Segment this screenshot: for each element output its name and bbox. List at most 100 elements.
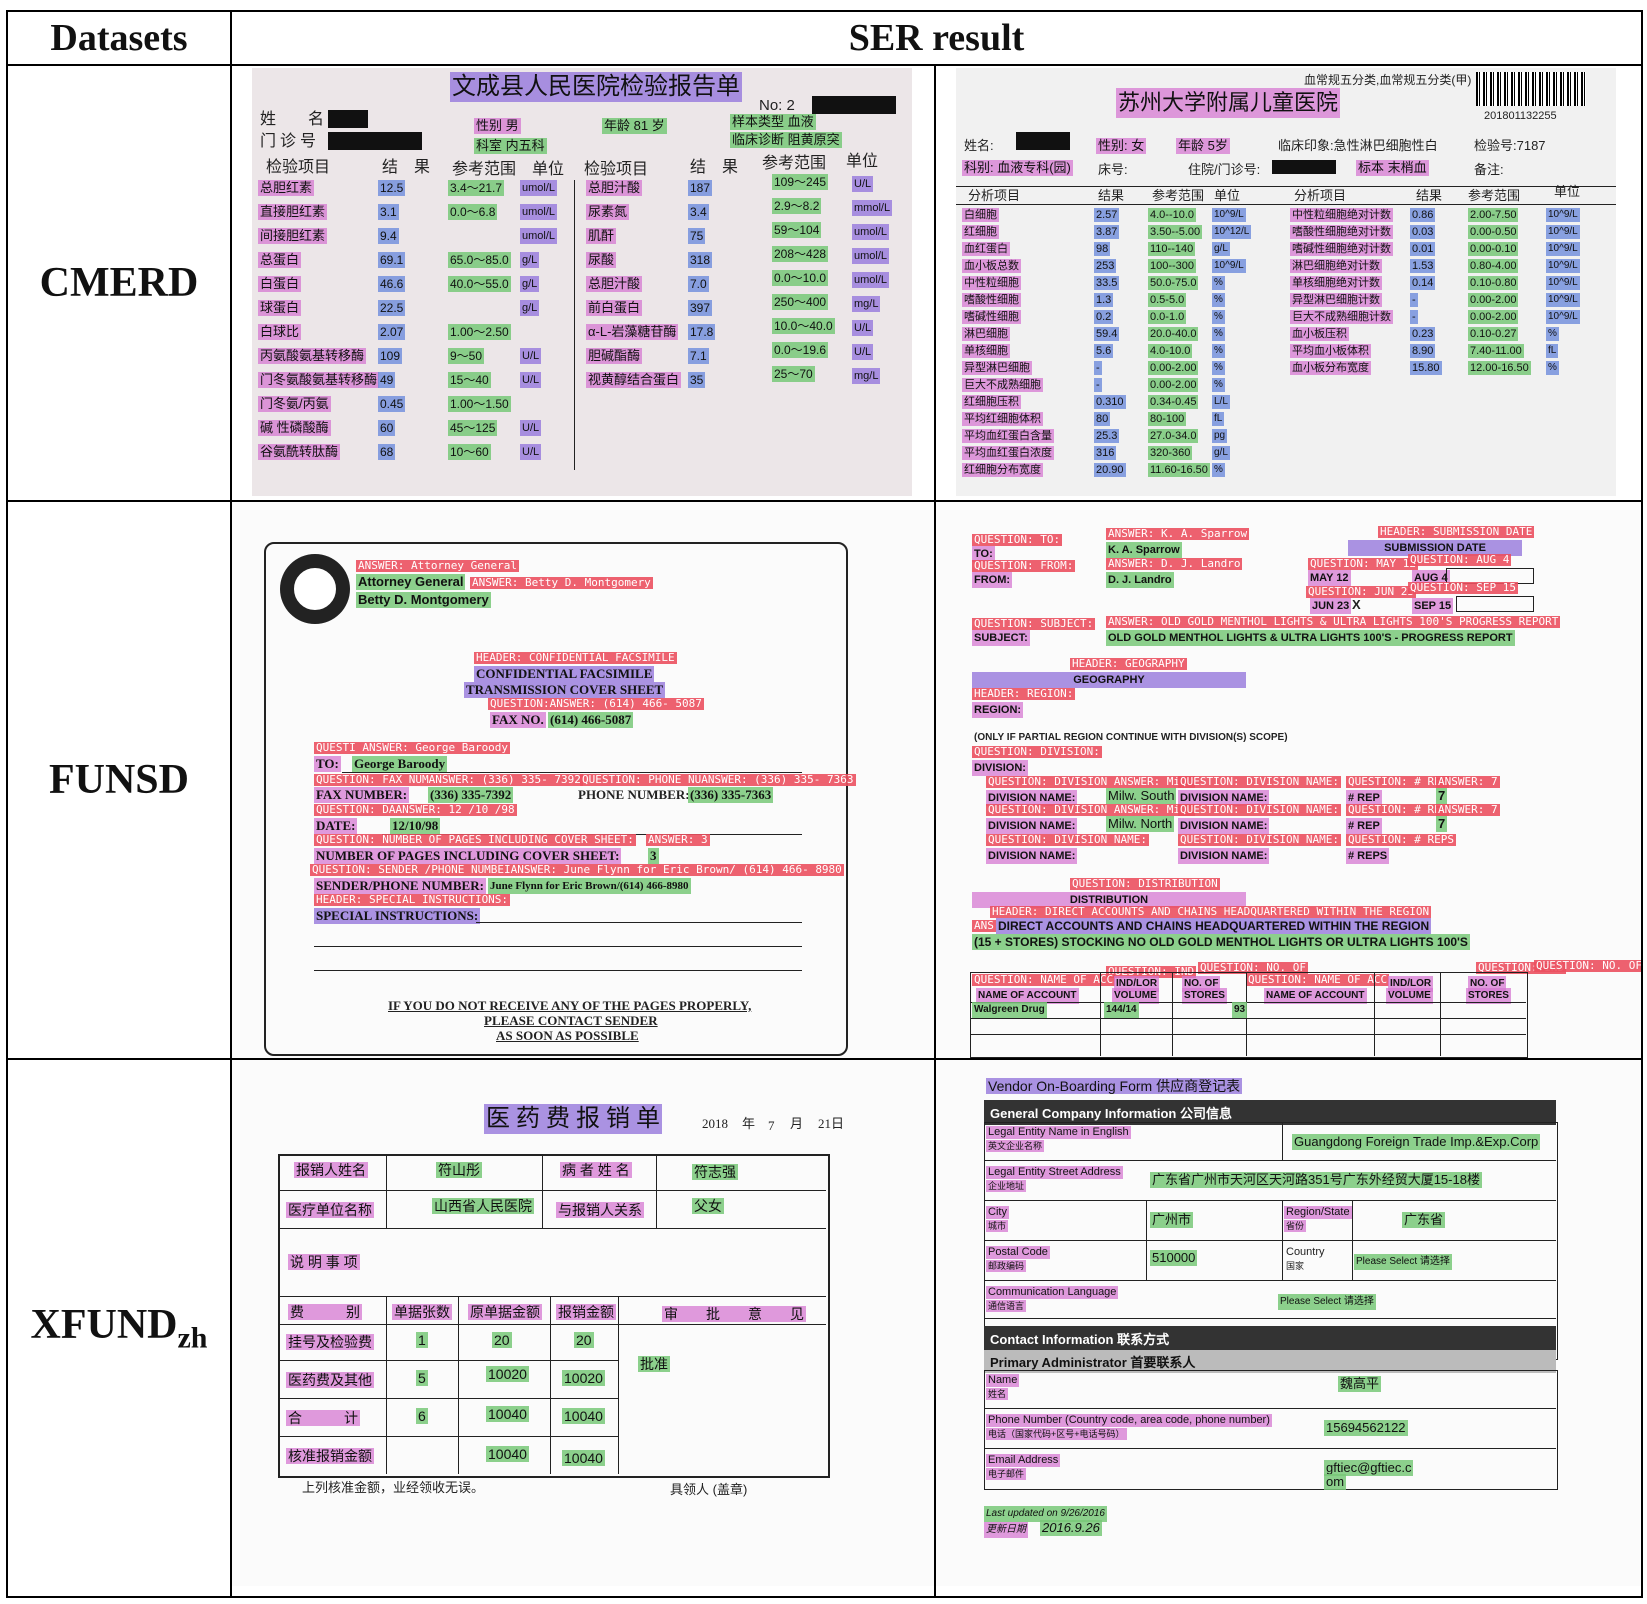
- approve: 批准: [638, 1356, 670, 1372]
- claim-row-2: [278, 1228, 826, 1229]
- special-line-3: [314, 970, 802, 971]
- divname-4: DIVISION NAME:: [1178, 818, 1270, 834]
- contact-bar: Contact Information 联系方式: [984, 1326, 1556, 1351]
- pages-label: NUMBER OF PAGES INCLUDING COVER SHEET:: [314, 848, 622, 864]
- general-grid: [984, 1122, 1558, 1360]
- country-zh: 国家: [1286, 1261, 1305, 1271]
- item-value: 318: [688, 252, 713, 268]
- item-unit: %: [1212, 344, 1225, 358]
- approval: 审 批 意 见: [662, 1306, 806, 1322]
- approved: 10040: [486, 1446, 529, 1462]
- claim-row-5: [278, 1360, 618, 1361]
- item-name: 碱 性磷酸酶: [258, 420, 331, 436]
- geo: GEOGRAPHY: [972, 672, 1246, 688]
- claim-row-7: [278, 1436, 618, 1437]
- claim-col-3: [656, 1154, 657, 1228]
- cover-sheet-frame: [264, 542, 848, 1056]
- item-name: α-L-岩藻糖苷酶: [586, 324, 679, 340]
- reg-reimb: 20: [574, 1332, 594, 1348]
- item-value: 49: [378, 372, 396, 388]
- seven-1: 7: [1436, 788, 1448, 804]
- item-range: 80-100: [1148, 412, 1187, 426]
- cmerd-right-name-label: 姓名:: [964, 138, 994, 153]
- item-range: 0.00-0.10: [1468, 242, 1519, 256]
- name-acc-2: NAME OF ACCOUNT: [1264, 988, 1367, 1004]
- r-h-region: HEADER: REGION:: [972, 687, 1076, 700]
- item-value: 15.80: [1410, 361, 1442, 375]
- item-value: 8.90: [1410, 344, 1436, 358]
- rep-2: # REP: [1346, 818, 1382, 834]
- item-name: 中性粒细胞: [962, 276, 1021, 290]
- item-unit: %: [1212, 327, 1225, 341]
- reg-n: 1: [416, 1332, 428, 1348]
- item-unit: mg/L: [852, 368, 881, 384]
- barcode-number: 201801132255: [1484, 110, 1557, 122]
- item-range: 100--300: [1148, 259, 1197, 273]
- jun: JUN 23: [1310, 598, 1352, 614]
- r-answer-bm: ANSWER: Betty D. Montgomery: [470, 576, 653, 589]
- direct-1: DIRECT ACCOUNTS AND CHAINS HEADQUARTERED…: [996, 918, 1432, 934]
- day: 21日: [818, 1116, 845, 1131]
- r-q-pages: QUESTION: NUMBER OF PAGES INCLUDING COVE…: [314, 833, 636, 846]
- item-value: 69.1: [378, 252, 406, 268]
- cmerd-right-test-no: 检验号:7187: [1474, 138, 1546, 153]
- to-line: [342, 772, 802, 773]
- divname-6: DIVISION NAME:: [1178, 848, 1270, 864]
- item-range: 0.34-0.45: [1148, 395, 1199, 409]
- subject: SUBJECT:: [972, 630, 1030, 646]
- c-row-1: [984, 1408, 1556, 1409]
- item-name: 白细胞: [962, 208, 999, 222]
- item-range: 10.0～40.0: [772, 318, 835, 334]
- patient-label: 病 者 姓 名: [560, 1162, 632, 1178]
- r-q-sep: QUESTION: SEP 15: [1408, 581, 1518, 594]
- unit-label: 医疗单位名称: [286, 1202, 374, 1218]
- item-name: 红细胞压积: [962, 395, 1021, 409]
- lang-en: Communication Language: [986, 1286, 1119, 1299]
- accounts-col-1: [1100, 972, 1101, 1056]
- fee-type: 费 别: [288, 1304, 362, 1320]
- claimant: 符山彤: [436, 1162, 482, 1178]
- item-value: 5.6: [1094, 344, 1114, 358]
- header-datasets: Datasets: [6, 10, 232, 66]
- item-name: 白球比: [258, 324, 302, 340]
- y: 年: [742, 1116, 756, 1131]
- cmerd-right-sex: 性别: 女: [1096, 138, 1147, 154]
- claim-col-1: [386, 1154, 387, 1228]
- item-value: 9.4: [378, 228, 399, 244]
- region: REGION:: [972, 702, 1024, 718]
- item-range: 4.0--10.0: [1148, 208, 1197, 222]
- accounts-row-1: [970, 1002, 1526, 1003]
- item-value: -: [1094, 361, 1102, 375]
- footer-3: AS SOON AS POSSIBLE: [496, 1028, 639, 1043]
- item-name: 总胆汁酸: [586, 180, 643, 196]
- item-name: 血红蛋白: [962, 242, 1010, 256]
- item-unit: U/L: [520, 372, 542, 388]
- primary-bar: Primary Administrator 首要联系人: [984, 1350, 1556, 1373]
- cmerd-left-dept: 科室 内五科: [474, 138, 547, 154]
- name-val: 魏高平: [1338, 1376, 1382, 1392]
- funsd-left-cell: ANSWER: Attorney General Attorney Genera…: [230, 500, 936, 1060]
- item-range: 0.0～10.0: [772, 270, 829, 286]
- item-name: 谷氨酰转肽酶: [258, 444, 341, 460]
- item-name: 异型淋巴细胞计数: [1290, 293, 1382, 307]
- item-value: 0.45: [378, 396, 406, 412]
- stores-1: STORES: [1182, 988, 1227, 1004]
- r-col-result-2: 结果: [1416, 188, 1443, 203]
- item-value: 187: [688, 180, 713, 196]
- header-rule-2: [956, 204, 1616, 205]
- to-val: George Baroody: [352, 756, 448, 772]
- item-range: 250～400: [772, 294, 829, 310]
- divider: [574, 180, 575, 470]
- email-val-2: om: [1324, 1474, 1347, 1490]
- milw-north: Milw. North: [1106, 816, 1175, 832]
- cmerd-left-cell: 文成县人民医院检验报告单 No: 2 姓 名 门 诊 号 性别 男 年龄 81 …: [230, 64, 936, 502]
- cmerd-right-dept: 科别: 血液专科(园): [962, 160, 1073, 176]
- legal-name-zh: 英文企业名称: [986, 1140, 1045, 1152]
- reg-orig: 20: [492, 1332, 512, 1348]
- item-unit: 10^9/L: [1546, 259, 1580, 273]
- footer-right: 具领人 (盖章): [670, 1482, 748, 1497]
- sender-val: June Flynn for Eric Brown/(614) 466-8980: [488, 878, 691, 894]
- walgreen-stores: 93: [1232, 1002, 1248, 1018]
- walgreen-vol: 144/14: [1104, 1002, 1139, 1018]
- item-name: 丙氨酸氨基转移酶: [258, 348, 367, 364]
